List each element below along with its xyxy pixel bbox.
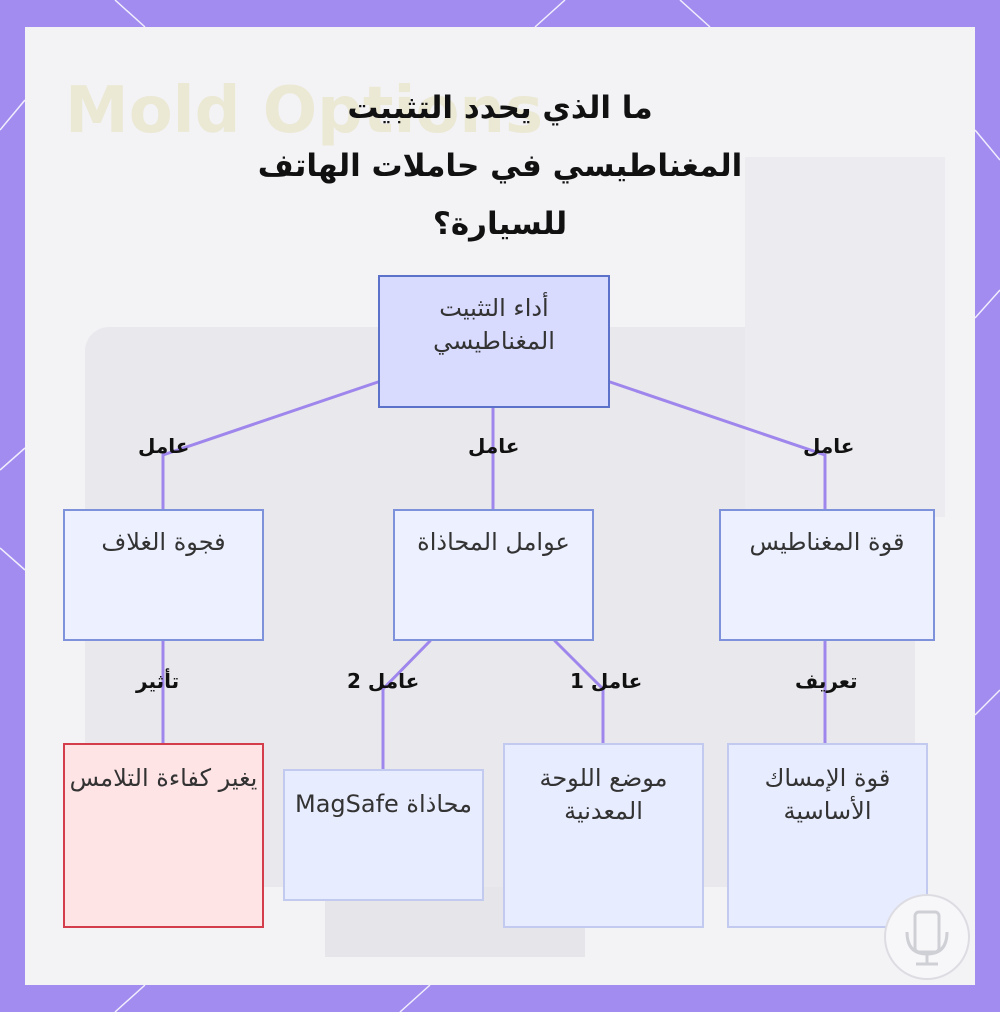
watermark-logo-icon [882,892,972,982]
node-magsafe-label: محاذاة MagSafe [285,788,482,821]
node-alignment-factors: عوامل المحاذاة [393,509,594,641]
connector-root-gap [163,382,378,509]
edge-label-root-magnet: عامل [803,434,854,458]
edge-label-root-alignment: عامل [468,434,519,458]
node-metal-plate: موضع اللوحة المعدنية [503,743,704,928]
connector-root-magnet [610,382,825,509]
edge-label-alignment-plate: عامل 1 [570,669,642,693]
node-alignment-factors-label: عوامل المحاذاة [395,526,592,559]
node-root-label: أداء التثبيت المغناطيسي [380,292,608,358]
node-contact-efficiency: يغير كفاءة التلامس [63,743,264,928]
node-magnet-strength: قوة المغناطيس [719,509,935,641]
edge-label-magnet-base: تعريف [795,669,858,693]
edge-label-alignment-magsafe: عامل 2 [347,669,419,693]
node-root: أداء التثبيت المغناطيسي [378,275,610,408]
content-panel: Mold Options ما الذي يحدد التثبيت المغنا… [25,27,975,985]
node-metal-plate-label: موضع اللوحة المعدنية [505,762,702,828]
node-contact-efficiency-label: يغير كفاءة التلامس [65,762,262,795]
connector-alignment-magsafe [383,641,430,769]
node-base-holding-label: قوة الإمساك الأساسية [729,762,926,828]
node-magsafe: محاذاة MagSafe [283,769,484,901]
node-magnet-strength-label: قوة المغناطيس [721,526,933,559]
edge-label-gap-contact: تأثير [136,669,179,693]
node-case-gap: فجوة الغلاف [63,509,264,641]
node-case-gap-label: فجوة الغلاف [65,526,262,559]
edge-label-root-gap: عامل [138,434,189,458]
